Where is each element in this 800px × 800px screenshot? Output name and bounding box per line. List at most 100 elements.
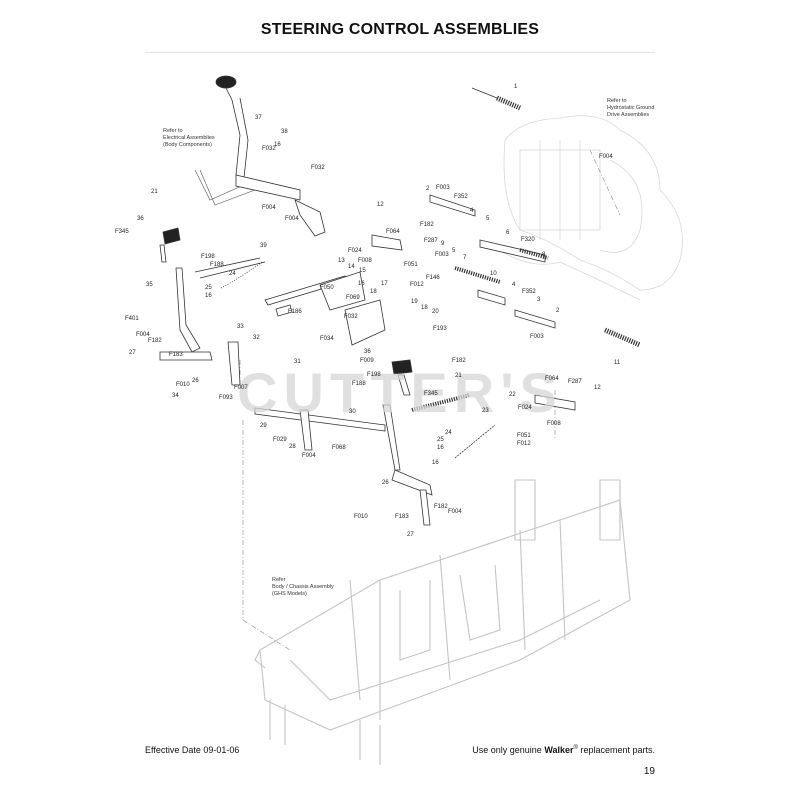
callout: F352 [522,289,536,295]
callout: 35 [146,282,153,288]
callout: F012 [517,441,531,447]
callout: 4 [470,208,474,214]
callout: F004 [136,332,150,338]
footer-note-suffix: replacement parts. [580,745,655,755]
callout: F051 [517,433,531,439]
callout: 25 [437,437,444,443]
callout: 21 [151,189,158,195]
callout: F182 [420,222,434,228]
callout: F287 [568,379,582,385]
callout: F182 [148,338,162,344]
svg-text:(GHS Models): (GHS Models) [272,591,307,597]
registered-mark: ® [573,745,578,751]
page-number: 19 [643,766,655,777]
callout: F093 [219,395,233,401]
callout: 18 [370,289,377,295]
callout: 16 [274,142,281,148]
callout: 3 [537,297,541,303]
callout: 5 [486,216,490,222]
callout: F010 [176,382,190,388]
callout: F320 [521,237,535,243]
watermark-text: CUTTER'S [237,361,563,424]
callout: F032 [262,146,276,152]
chassis-frame [254,479,631,765]
callout: 21 [455,373,462,379]
callout: F024 [348,248,362,254]
callout: F198 [367,372,381,378]
callout: F024 [518,405,532,411]
footer-note: Use only genuine Walker® replacement par… [472,745,655,755]
svg-text:Refer to: Refer to [163,128,183,134]
callout: F008 [547,421,561,427]
svg-text:Body / Chassis Assembly: Body / Chassis Assembly [272,584,334,590]
left-lever-assembly [159,227,266,386]
svg-text:Drive Assemblies: Drive Assemblies [607,112,649,118]
callout: 14 [348,264,355,270]
callout: 24 [445,430,452,436]
note-hydrostatic: Refer to Hydrostatic Ground Drive Assemb… [607,98,654,118]
callout: F182 [434,504,448,510]
callout: F182 [452,358,466,364]
effective-date: Effective Date 09-01-06 [145,745,240,755]
callout: F003 [530,334,544,340]
callout: 11 [614,360,621,366]
callout: 20 [432,309,439,315]
callout: 22 [509,392,516,398]
callout: F050 [320,285,334,291]
callout: F004 [302,453,316,459]
lower-lever-assembly [254,359,496,526]
page-title: STEERING CONTROL ASSEMBLIES [260,21,540,38]
callout: 19 [411,299,418,305]
callout: 25 [205,285,212,291]
callout: 32 [253,335,260,341]
callout: F193 [433,326,447,332]
callout: F183 [169,352,183,358]
callout: 37 [255,115,262,121]
callout: F188 [210,262,224,268]
callout: 16 [437,445,444,451]
callout: 6 [506,230,510,236]
callout: 16 [205,293,212,299]
callout: 1 [514,84,518,90]
callout: F003 [435,252,449,258]
svg-text:(Body Components): (Body Components) [163,142,212,148]
note-electrical: Refer to Electrical Assemblies (Body Com… [163,128,215,148]
callout: F183 [395,514,409,520]
svg-text:Refer to: Refer to [607,98,627,104]
callout: F029 [273,437,287,443]
footer-note-prefix: Use only genuine [472,745,542,755]
right-rod-assemblies [429,87,641,411]
callout: F010 [354,514,368,520]
callout: 38 [281,129,288,135]
callout: 30 [349,409,356,415]
callout: 10 [490,271,497,277]
callout: F068 [332,445,346,451]
callout: 16 [432,460,439,466]
callout: F007 [234,385,248,391]
callout: F186 [288,309,302,315]
callout: 15 [359,268,366,274]
svg-text:Hydrostatic Ground: Hydrostatic Ground [607,105,654,111]
callout: 27 [129,350,136,356]
callout: F004 [599,154,613,160]
callout: F345 [424,391,438,397]
callout: 2 [556,308,560,314]
callout-labels: 1 37 38 16 F032 F032 F004 F004 21 36 F34… [115,84,621,538]
callout: F352 [454,194,468,200]
center-linkage [264,234,403,346]
callout: 33 [237,324,244,330]
callout: F032 [311,165,325,171]
callout: 36 [364,349,371,355]
callout: 29 [260,423,267,429]
callout: 28 [289,444,296,450]
callout: F009 [360,358,374,364]
callout: 8 [542,252,546,258]
callout: F032 [344,314,358,320]
callout: 12 [594,385,601,391]
note-chassis: Refer Body / Chassis Assembly (GHS Model… [272,577,334,597]
callout: 34 [172,393,179,399]
callout: 31 [294,359,301,365]
callout: F188 [352,381,366,387]
callout: 26 [382,480,389,486]
